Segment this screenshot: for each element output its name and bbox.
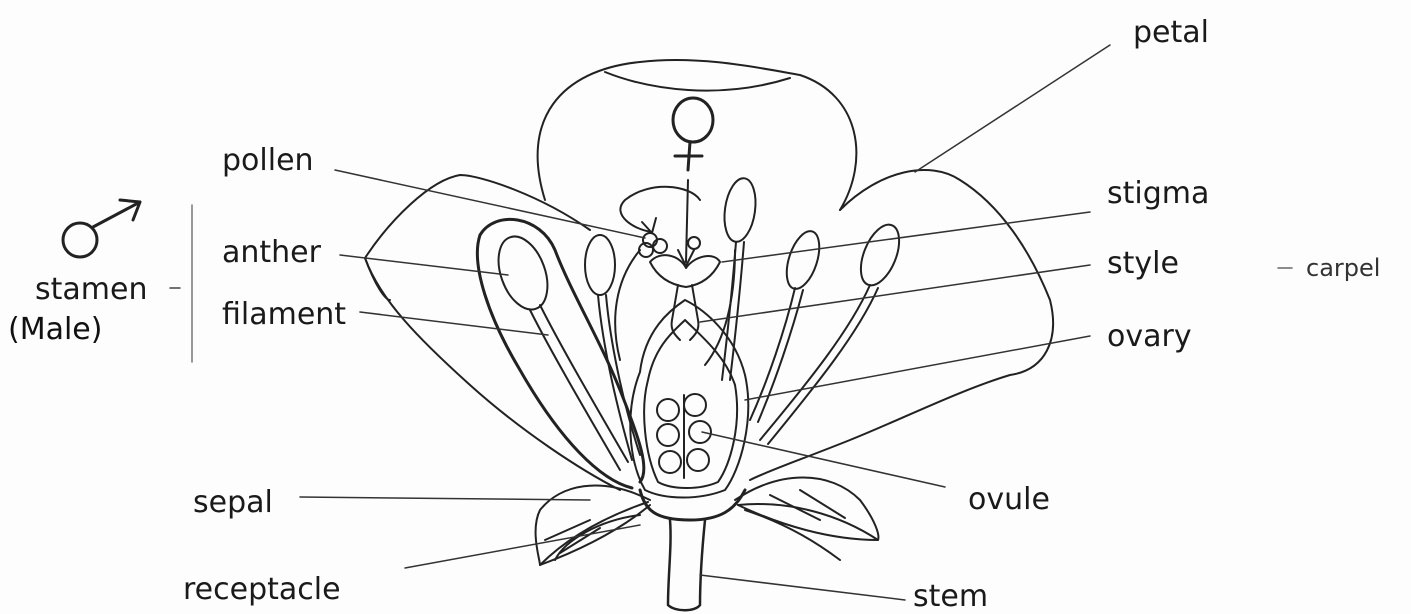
label-ovary: ovary <box>1107 322 1192 352</box>
label-anther: anther <box>222 238 321 268</box>
stigma <box>650 255 720 287</box>
label-stamen: stamen <box>35 275 147 305</box>
petal-back <box>538 60 857 210</box>
label-filament: filament <box>222 300 346 330</box>
female-symbol <box>673 98 713 170</box>
label-carpel: carpel <box>1306 256 1380 280</box>
leader-stigma <box>722 212 1090 262</box>
pollen-grains <box>639 233 700 257</box>
style <box>672 285 699 340</box>
leader-receptacle <box>405 525 640 568</box>
label-male: (Male) <box>8 315 102 345</box>
petal-back-fold <box>605 72 790 91</box>
leader-stem <box>700 575 905 600</box>
label-stem: stem <box>913 582 988 612</box>
label-ovule: ovule <box>968 485 1050 515</box>
stem <box>668 520 705 610</box>
label-receptacle: receptacle <box>183 575 341 605</box>
leader-anther <box>340 255 508 275</box>
petal-left-edge <box>365 258 390 300</box>
leader-style <box>700 265 1090 322</box>
stamen-far-right <box>760 219 907 444</box>
petal-right <box>750 170 1053 480</box>
label-petal: petal <box>1133 18 1209 48</box>
leader-sepal <box>300 497 590 500</box>
label-stigma: stigma <box>1107 179 1209 209</box>
leader-petal <box>915 45 1110 172</box>
stamen-center-right <box>721 176 760 380</box>
label-style: style <box>1107 249 1179 279</box>
female-arrow <box>686 180 688 262</box>
leader-filament <box>360 312 548 335</box>
male-symbol <box>63 200 140 257</box>
label-sepal: sepal <box>193 488 273 518</box>
stamen-inner-left <box>585 235 640 460</box>
ovules <box>657 394 711 478</box>
label-pollen: pollen <box>222 146 314 176</box>
leader-ovary <box>745 336 1090 400</box>
